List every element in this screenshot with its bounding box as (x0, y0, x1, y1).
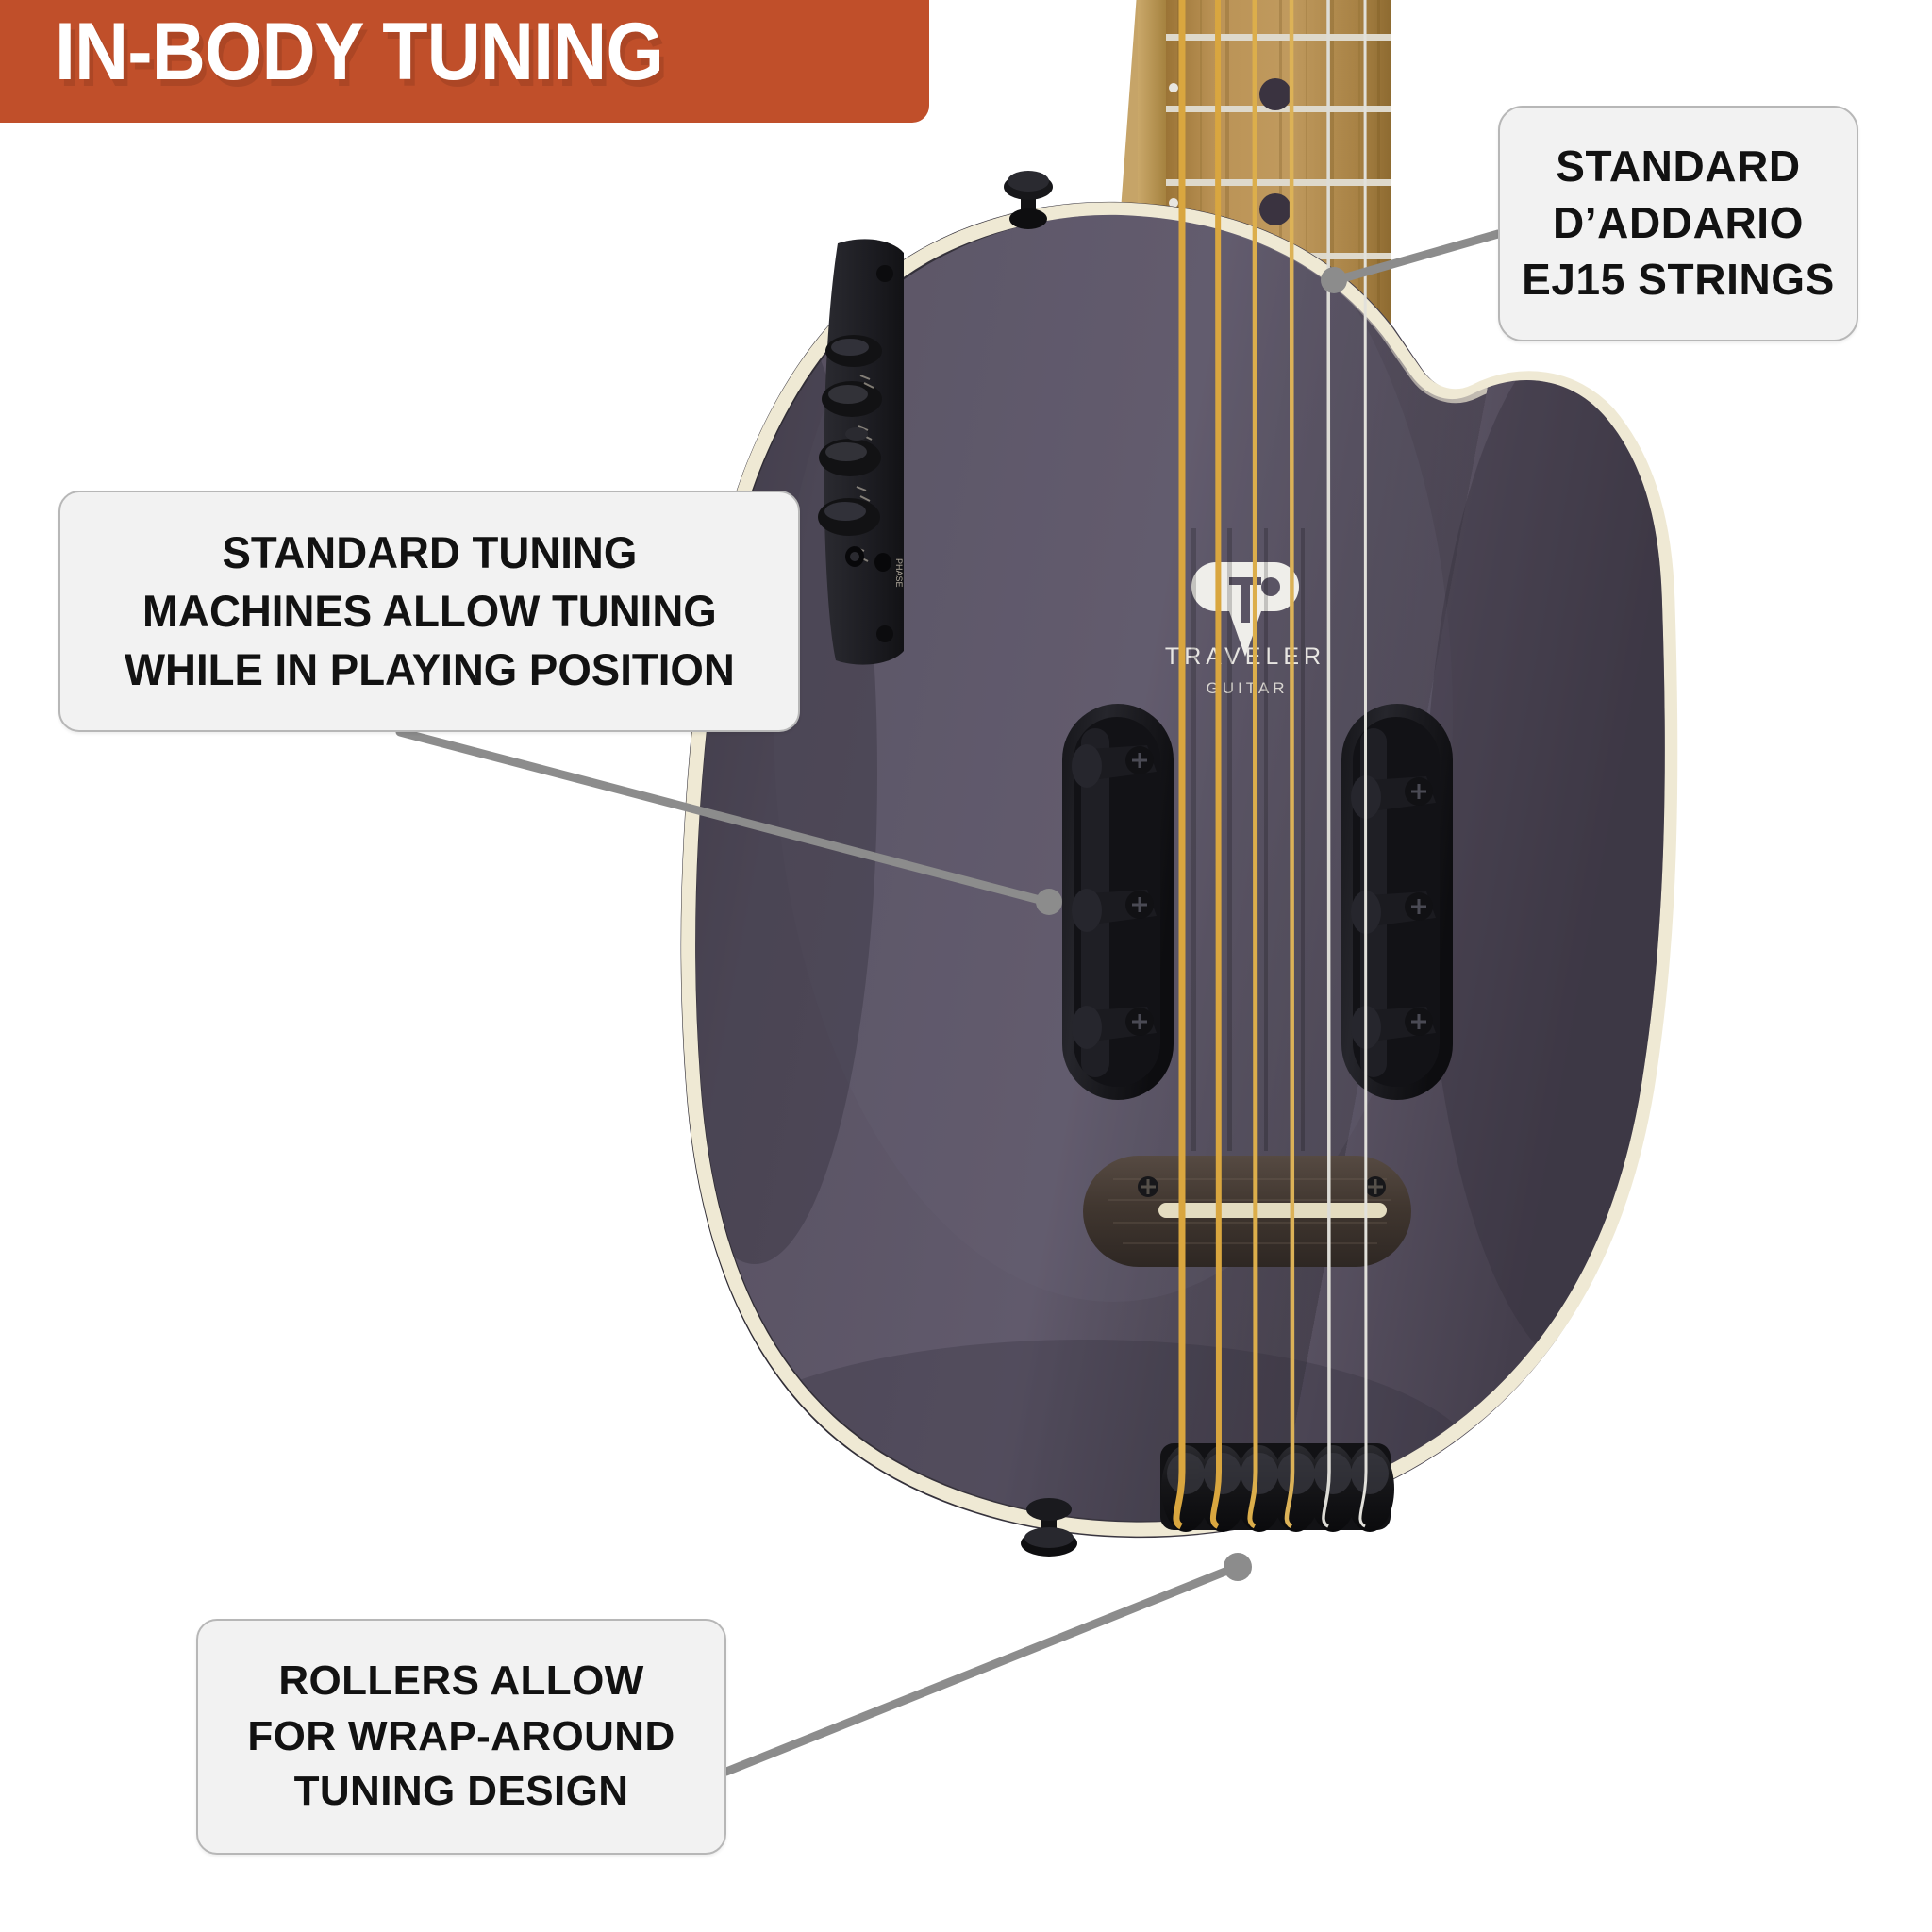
strings (1173, 0, 1368, 1530)
preamp-screw-top (876, 265, 893, 282)
callout-strings-line-1: STANDARD (1556, 142, 1801, 192)
strap-button-bottom (1021, 1498, 1077, 1557)
callout-tuning-machines: STANDARD TUNING MACHINES ALLOW TUNING WH… (58, 491, 800, 732)
tuning-machines-left (1072, 744, 1157, 1049)
callout-strings-line-2: D’ADDARIO (1552, 198, 1805, 248)
bridge-saddle (1158, 1203, 1387, 1218)
callout-machines-text: STANDARD TUNING MACHINES ALLOW TUNING WH… (109, 524, 749, 699)
callout-strings-text: STANDARD D’ADDARIO EJ15 STRINGS (1507, 139, 1850, 308)
roller-tailpiece (1160, 1443, 1394, 1532)
preamp-display (845, 427, 868, 441)
tuning-machine (1351, 1006, 1436, 1049)
preamp-knob-highlights (824, 339, 869, 521)
tuning-machines-right (1351, 775, 1436, 1049)
string-wound-3 (1284, 0, 1295, 1529)
callout-rollers-line-2: FOR WRAP-AROUND (247, 1712, 675, 1759)
guitar-body: PHASE (680, 0, 1678, 1557)
bridge (1083, 1156, 1411, 1267)
brand-name-text: TRAVELER (1165, 643, 1325, 670)
preamp-label: PHASE (894, 558, 904, 588)
brand-sub-text: GUITAR (1207, 679, 1289, 697)
callout-rollers-line-3: TUNING DESIGN (293, 1768, 629, 1815)
tuning-machine (1351, 891, 1436, 934)
tuning-machine (1072, 889, 1157, 932)
callout-rollers: ROLLERS ALLOW FOR WRAP-AROUND TUNING DES… (196, 1619, 726, 1855)
callout-strings: STANDARD D’ADDARIO EJ15 STRINGS (1498, 106, 1858, 341)
string-plain-1 (1358, 0, 1368, 1528)
callout-rollers-text: ROLLERS ALLOW FOR WRAP-AROUND TUNING DES… (232, 1654, 690, 1820)
callout-machines-line-2: MACHINES ALLOW TUNING (142, 585, 717, 636)
callout-machines-line-3: WHILE IN PLAYING POSITION (124, 644, 735, 695)
banner-title: IN-BODY TUNING (55, 7, 664, 97)
string-wound-6 (1173, 0, 1186, 1530)
string-wound-4 (1247, 0, 1258, 1529)
preamp-button (874, 553, 891, 572)
roller-highlights (1167, 1453, 1389, 1494)
string-shadows (1191, 528, 1305, 1151)
string-wound-5 (1209, 0, 1223, 1529)
strap-button-top (1004, 171, 1053, 229)
bridge-grain (1108, 1178, 1391, 1244)
title-banner: IN-BODY TUNING (0, 0, 929, 123)
tuning-machine (1072, 744, 1157, 788)
string-plain-2 (1322, 0, 1331, 1528)
callout-strings-line-3: EJ15 STRINGS (1522, 254, 1835, 304)
tuning-machine (1072, 1006, 1157, 1049)
preamp-control-panel: PHASE (818, 239, 904, 665)
callout-rollers-line-1: ROLLERS ALLOW (278, 1657, 644, 1705)
preamp-screw-bottom (876, 625, 893, 642)
callout-machines-line-1: STANDARD TUNING (222, 526, 637, 577)
